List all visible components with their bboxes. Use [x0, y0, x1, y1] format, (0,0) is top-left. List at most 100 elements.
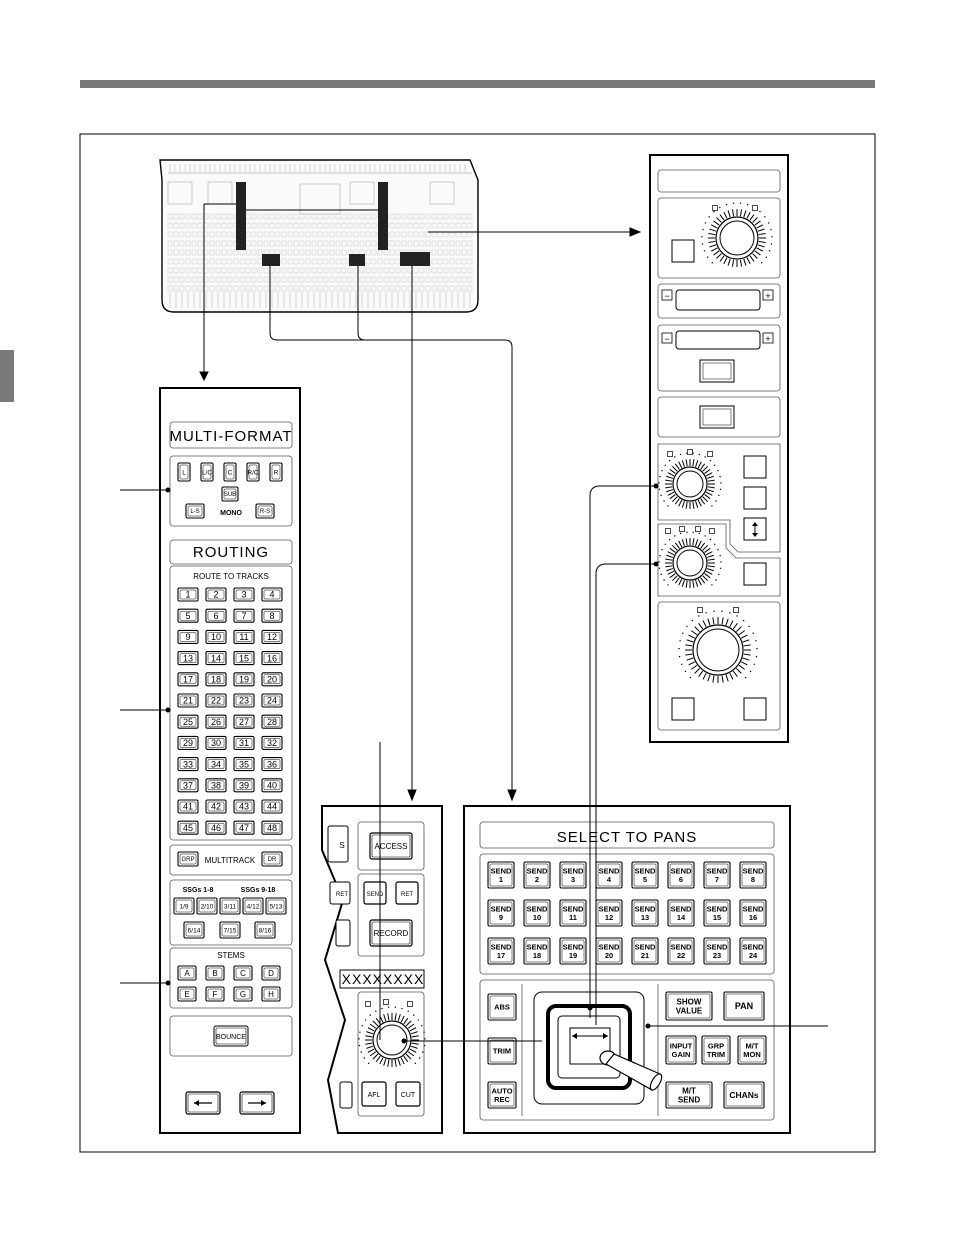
stem-button-A[interactable]: A	[177, 965, 197, 981]
track-button-26[interactable]: 26	[205, 714, 227, 729]
track-button-47[interactable]: 47	[233, 820, 255, 835]
track-button-14[interactable]: 14	[205, 651, 227, 666]
strip-swap-button[interactable]	[743, 517, 767, 541]
strip-button-4[interactable]	[743, 455, 767, 479]
stem-button-C[interactable]: C	[233, 965, 253, 981]
track-button-23[interactable]: 23	[233, 693, 255, 708]
strip-button-2[interactable]	[699, 359, 735, 383]
track-button-19[interactable]: 19	[233, 672, 255, 687]
strip-knob-1[interactable]	[701, 202, 773, 267]
track-button-35[interactable]: 35	[233, 757, 255, 772]
track-button-25[interactable]: 25	[177, 714, 199, 729]
strip-button-8[interactable]	[743, 697, 767, 721]
track-button-8[interactable]: 8	[261, 608, 283, 623]
track-button-2[interactable]: 2	[205, 587, 227, 602]
track-button-29[interactable]: 29	[177, 735, 199, 750]
track-button-3[interactable]: 3	[233, 587, 255, 602]
track-button-40[interactable]: 40	[261, 778, 283, 793]
abs-button[interactable]: ABS	[487, 993, 517, 1021]
middle-knob[interactable]	[358, 999, 426, 1068]
track-button-30[interactable]: 30	[205, 735, 227, 750]
s-partial-button[interactable]: S	[327, 825, 349, 863]
stem-button-D[interactable]: D	[261, 965, 281, 981]
track-button-32[interactable]: 32	[261, 735, 283, 750]
track-button-36[interactable]: 36	[261, 757, 283, 772]
mf-button-3[interactable]: C	[223, 462, 237, 482]
strip-plus-2[interactable]	[762, 332, 774, 344]
access-button[interactable]: ACCESS	[369, 832, 413, 860]
cut-button[interactable]: CUT	[395, 1081, 421, 1107]
track-button-33[interactable]: 33	[177, 757, 199, 772]
track-button-44[interactable]: 44	[261, 799, 283, 814]
afl-button[interactable]: AFL	[361, 1081, 387, 1107]
strip-button-1[interactable]	[671, 239, 695, 263]
track-button-7[interactable]: 7	[233, 608, 255, 623]
stem-button-E[interactable]: E	[177, 986, 197, 1002]
strip-button-3[interactable]	[699, 405, 735, 429]
ssg-button-1[interactable]: 1/9	[173, 897, 195, 915]
track-button-20[interactable]: 20	[261, 672, 283, 687]
track-button-21[interactable]: 21	[177, 693, 199, 708]
mf-button-5[interactable]: R	[269, 462, 283, 482]
ssg-button-4[interactable]: 4/12	[242, 897, 264, 915]
track-button-10[interactable]: 10	[205, 629, 227, 644]
mf-button-sub[interactable]: SUB	[221, 486, 239, 502]
strip-minus-1[interactable]	[661, 289, 673, 301]
track-button-48[interactable]: 48	[261, 820, 283, 835]
ssg-button-8[interactable]: 8/16	[254, 921, 276, 939]
chans-button[interactable]: CHANs	[723, 1081, 765, 1109]
track-button-28[interactable]: 28	[261, 714, 283, 729]
mf-button-1[interactable]: L	[177, 462, 191, 482]
track-button-43[interactable]: 43	[233, 799, 255, 814]
ret-button[interactable]: RET	[395, 881, 419, 905]
ssg-button-7[interactable]: 7/15	[219, 921, 241, 939]
track-button-18[interactable]: 18	[205, 672, 227, 687]
grp-button[interactable]: GRP	[177, 851, 199, 867]
track-button-6[interactable]: 6	[205, 608, 227, 623]
bounce-button[interactable]: BOUNCE	[213, 1025, 249, 1047]
dir-button[interactable]: DR	[261, 851, 283, 867]
strip-plus-1[interactable]	[762, 289, 774, 301]
strip-minus-2[interactable]	[661, 332, 673, 344]
track-button-34[interactable]: 34	[205, 757, 227, 772]
track-button-9[interactable]: 9	[177, 629, 199, 644]
ssg-button-5[interactable]: 5/13	[265, 897, 287, 915]
mf-button-2[interactable]: L/C	[200, 462, 214, 482]
track-button-12[interactable]: 12	[261, 629, 283, 644]
track-button-5[interactable]: 5	[177, 608, 199, 623]
track-button-24[interactable]: 24	[261, 693, 283, 708]
track-button-46[interactable]: 46	[205, 820, 227, 835]
trim-button[interactable]: TRIM	[487, 1037, 517, 1065]
strip-button-5[interactable]	[743, 486, 767, 510]
track-button-31[interactable]: 31	[233, 735, 255, 750]
strip-knob-3[interactable]	[658, 526, 722, 589]
track-button-17[interactable]: 17	[177, 672, 199, 687]
mf-button-ls[interactable]: L-S	[185, 503, 205, 519]
track-button-41[interactable]: 41	[177, 799, 199, 814]
track-button-4[interactable]: 4	[261, 587, 283, 602]
